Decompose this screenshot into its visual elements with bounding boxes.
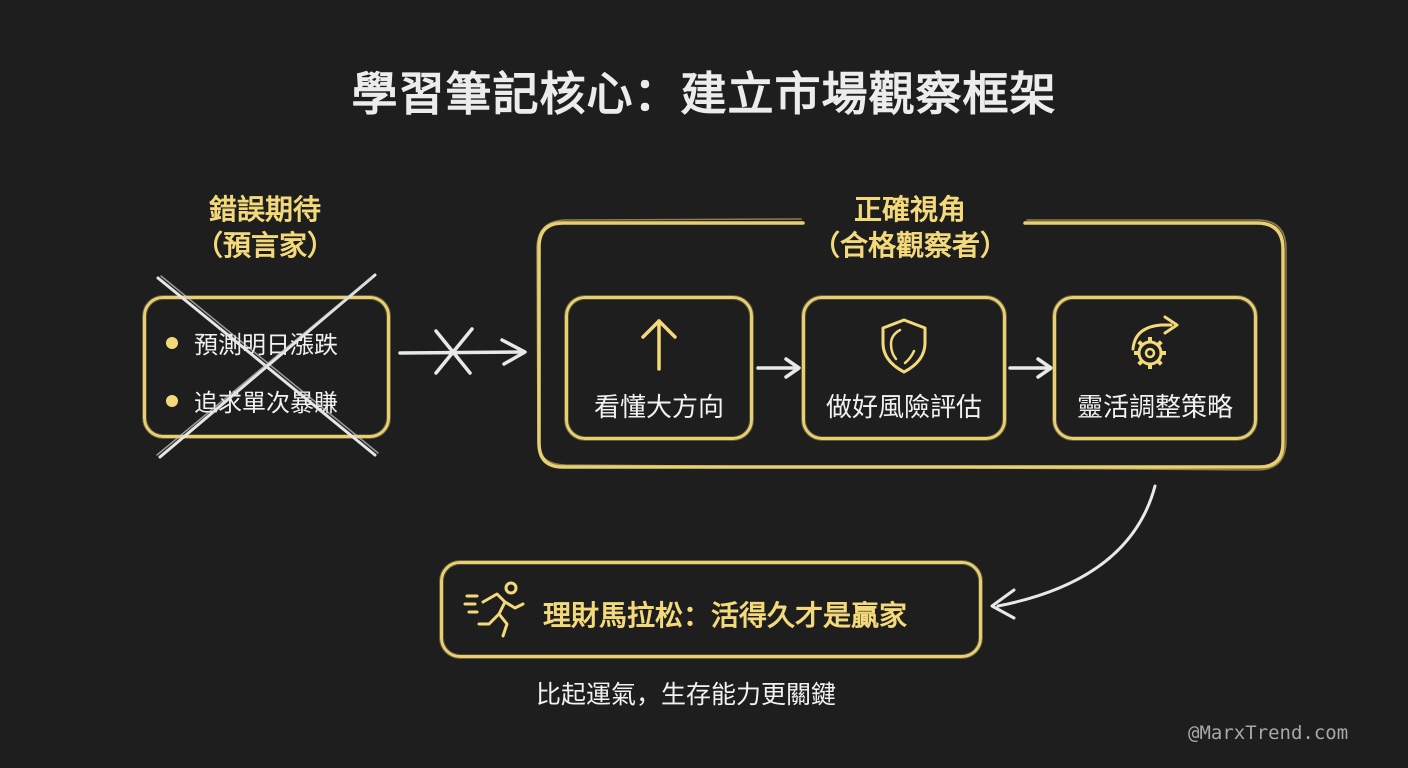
step-card-strategy: 靈活調整策略 <box>1053 296 1257 440</box>
bullet-icon <box>166 336 178 349</box>
conclusion-subtitle: 比起運氣，生存能力更關鍵 <box>536 680 837 709</box>
arrow-right-icon <box>756 357 801 379</box>
page-title: 學習筆記核心：建立市場觀察框架 <box>351 67 1057 121</box>
wrong-expectation-item-label: 預測明日漲跌 <box>194 331 338 359</box>
step-label: 看懂大方向 <box>593 393 724 423</box>
curved-arrow-icon <box>990 484 1157 620</box>
cross-out-icon <box>156 273 379 459</box>
wrong-expectation-box: 預測明日漲跌 追求單次暴賺 <box>143 296 390 438</box>
wrong-expectation-heading: 錯誤期待 （預言家） <box>150 192 380 264</box>
runner-icon <box>463 581 525 638</box>
step-label: 做好風險評估 <box>825 393 982 423</box>
wrong-expectation-heading-line2: （預言家） <box>194 229 335 262</box>
arrow-right-icon <box>1008 357 1053 379</box>
wrong-expectation-item: 追求單次暴賺 <box>166 383 338 418</box>
watermark: @MarxTrend.com <box>1188 722 1349 744</box>
correct-view-heading-line1: 正確視角 <box>853 193 966 226</box>
wrong-expectation-heading-line1: 錯誤期待 <box>208 193 321 226</box>
gear-arrow-icon <box>1131 315 1179 369</box>
wrong-expectation-item-label: 追求單次暴賺 <box>194 389 338 417</box>
step-card-risk: 做好風險評估 <box>802 296 1006 440</box>
correct-view-heading-line2: （合格觀察者） <box>811 229 1008 262</box>
correct-view-container <box>536 218 1287 471</box>
bullet-icon <box>166 394 178 407</box>
step-card-direction: 看懂大方向 <box>565 296 753 440</box>
wrong-expectation-item: 預測明日漲跌 <box>166 325 338 360</box>
shield-icon <box>881 318 927 374</box>
crossed-arrow-icon <box>398 327 527 375</box>
conclusion-label: 理財馬拉松：活得久才是贏家 <box>543 599 908 632</box>
arrow-up-icon <box>641 319 677 371</box>
conclusion-box: 理財馬拉松：活得久才是贏家 <box>440 561 982 658</box>
correct-view-heading: 正確視角 （合格觀察者） <box>760 192 1060 264</box>
step-label: 靈活調整策略 <box>1076 393 1233 423</box>
